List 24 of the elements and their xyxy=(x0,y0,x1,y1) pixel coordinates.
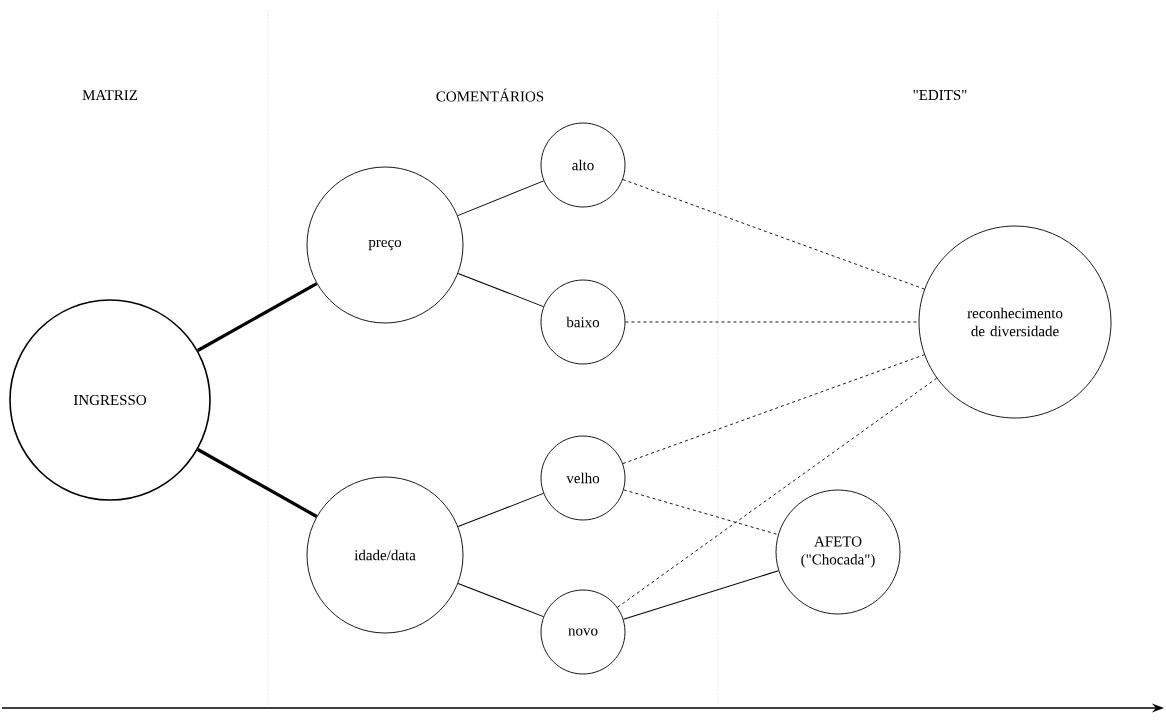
connector-line xyxy=(197,448,318,518)
connector-line xyxy=(625,321,919,323)
connector-line xyxy=(457,272,544,308)
circle-node: idade/data xyxy=(306,476,464,634)
connector-line xyxy=(457,492,544,528)
column-heading: MATRIZ xyxy=(82,90,138,100)
column-heading: COMENTÁRIOS xyxy=(436,88,544,102)
connector-line xyxy=(197,282,318,352)
connector-line xyxy=(623,570,779,620)
circle-node: AFETO ("Chocada") xyxy=(775,489,901,615)
circle-node: preço xyxy=(306,166,464,324)
connector-line xyxy=(622,354,925,465)
circle-node: reconhecimento de diversidade xyxy=(918,225,1112,419)
circle-node: INGRESSO xyxy=(9,299,211,501)
connector-line xyxy=(457,582,544,618)
connector-line xyxy=(457,180,545,217)
circle-node: alto xyxy=(540,122,626,208)
circle-node: novo xyxy=(540,589,626,675)
connector-line xyxy=(617,377,938,608)
connector-line xyxy=(622,179,925,290)
circle-node: velho xyxy=(540,435,626,521)
connector-line xyxy=(623,489,779,536)
circle-node: baixo xyxy=(540,279,626,365)
column-heading: "EDITS" xyxy=(913,89,967,101)
